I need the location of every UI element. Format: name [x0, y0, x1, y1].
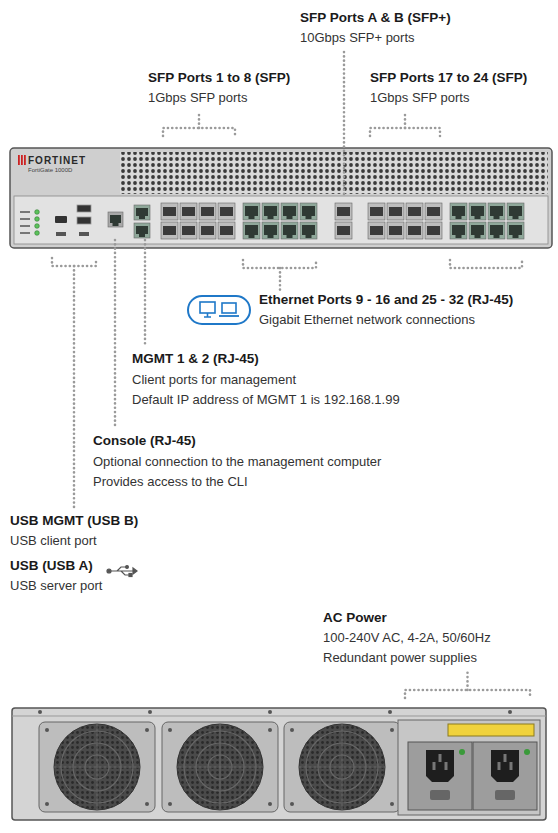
leader-line	[404, 112, 407, 128]
sfp-port	[425, 203, 442, 220]
port-desc: Optional connection to the management co…	[93, 454, 381, 470]
rj45-port	[300, 203, 317, 220]
port-title: USB (USB A)	[10, 558, 93, 574]
usb-a-port	[77, 217, 91, 224]
port-desc: USB client port	[10, 533, 97, 549]
rj45-port	[281, 203, 298, 220]
sfp-port	[199, 222, 216, 239]
port-desc: Default IP address of MGMT 1 is 192.168.…	[132, 392, 400, 408]
status-led	[35, 217, 40, 222]
port-title: MGMT 1 & 2 (RJ-45)	[132, 351, 259, 367]
leader-line	[73, 266, 76, 508]
sfp-port	[387, 222, 404, 239]
sfp-port	[368, 203, 385, 220]
sfp-port	[406, 203, 423, 220]
rj45-port	[450, 222, 467, 239]
leader-line	[466, 672, 469, 690]
port-desc: USB server port	[10, 578, 102, 594]
sfp-port	[161, 222, 178, 239]
port-desc: 10Gbps SFP+ ports	[300, 30, 415, 46]
rj45-port	[243, 222, 260, 239]
leader-line	[198, 112, 201, 128]
sfp-port	[199, 203, 216, 220]
warning-sticker	[448, 724, 534, 736]
fan-grille	[162, 722, 278, 812]
power-supply	[473, 742, 537, 810]
power-supply	[408, 742, 472, 810]
status-led	[35, 210, 40, 215]
sfp-port	[368, 222, 385, 239]
port-title: AC Power	[323, 610, 387, 626]
sfp-port	[406, 222, 423, 239]
port-title: Console (RJ-45)	[93, 433, 196, 449]
rj45-port	[243, 203, 260, 220]
port-desc: 100-240V AC, 4-2A, 50/60Hz	[323, 630, 491, 646]
port-title: SFP Ports A & B (SFP+)	[300, 10, 451, 26]
rj45-port	[469, 222, 486, 239]
leader-line	[114, 240, 117, 428]
front-panel	[10, 148, 552, 248]
fan-grille	[39, 722, 155, 812]
model-name: FortiGate 1000D	[28, 167, 72, 174]
sfp-port	[180, 222, 197, 239]
rj45-port	[507, 222, 524, 239]
rj45-port	[469, 203, 486, 220]
rear-panel	[12, 708, 546, 820]
rj45-port	[134, 223, 150, 238]
rj45-port	[488, 203, 505, 220]
rj45-port	[281, 222, 298, 239]
rj45-port	[108, 212, 123, 227]
brand-logo: FORTINET	[28, 155, 86, 166]
port-title: SFP Ports 17 to 24 (SFP)	[370, 70, 527, 86]
rj45-port	[134, 205, 150, 220]
rj45-port	[450, 203, 467, 220]
status-led	[35, 224, 40, 229]
sfp-port	[218, 222, 235, 239]
port-title: USB MGMT (USB B)	[10, 513, 138, 529]
sfp-port	[180, 203, 197, 220]
usb-symbol	[107, 566, 137, 577]
ethernet-icon	[188, 296, 250, 324]
fan-grille	[284, 722, 400, 812]
port-desc: Provides access to the CLI	[93, 474, 248, 490]
port-desc: Redundant power supplies	[323, 650, 477, 666]
rj45-port	[300, 222, 317, 239]
sfp-port	[218, 203, 235, 220]
port-desc: Gigabit Ethernet network connections	[259, 312, 475, 328]
port-title: SFP Ports 1 to 8 (SFP)	[148, 70, 290, 86]
usb-a-port	[77, 205, 91, 212]
port-desc: Client ports for management	[132, 372, 296, 388]
sfp-port	[161, 203, 178, 220]
sfp-port	[387, 203, 404, 220]
sfp-port	[335, 222, 352, 239]
leader-line	[279, 268, 282, 290]
leader-line	[343, 52, 346, 196]
leader-line	[144, 240, 147, 346]
sfp-port	[335, 203, 352, 220]
leader-line	[450, 260, 522, 268]
rj45-port	[488, 222, 505, 239]
sfp-port	[425, 222, 442, 239]
rj45-port	[262, 203, 279, 220]
rj45-port	[262, 222, 279, 239]
usb-b-port	[55, 216, 67, 223]
status-led	[35, 231, 40, 236]
rj45-port	[507, 203, 524, 220]
port-title: Ethernet Ports 9 - 16 and 25 - 32 (RJ-45…	[259, 292, 513, 308]
port-desc: 1Gbps SFP ports	[370, 90, 469, 106]
port-desc: 1Gbps SFP ports	[148, 90, 247, 106]
